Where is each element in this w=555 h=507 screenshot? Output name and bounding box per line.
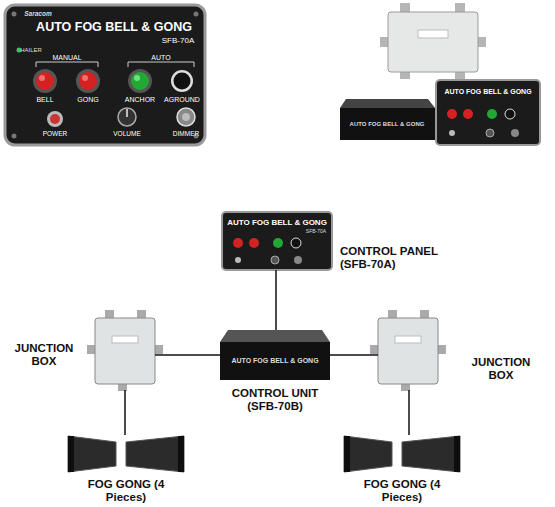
button-label: AGROUND [164, 96, 200, 103]
control-panel-photo [5, 5, 205, 145]
fog-gong-speakers [68, 436, 184, 472]
brand-logo: Saracom [24, 11, 51, 18]
fog-gong-node: FOG GONG (4 Pieces) [343, 435, 461, 473]
control-panel-photo [222, 212, 332, 270]
connector-wire [124, 390, 126, 435]
junction-box-photo [370, 310, 446, 391]
junction-box-node: JUNCTION BOX [378, 310, 440, 390]
connector-wire [408, 390, 410, 435]
control-unit-photo [340, 99, 435, 140]
junction-box-node: JUNCTION BOX [95, 310, 155, 390]
node-caption: JUNCTION BOX [7, 342, 81, 368]
control-label: POWER [43, 131, 68, 138]
group-label: MANUAL [52, 54, 81, 61]
panel-title: AUTO FOG BELL & GONG [444, 88, 531, 95]
node-caption: CONTROL UNIT (SFB-70B) [215, 387, 335, 413]
fog-gong-node: FOG GONG (4 Pieces) [67, 435, 185, 473]
model-number: SFB-70A [162, 37, 194, 45]
control-unit-photo [220, 330, 330, 380]
button-label: ANCHOR [125, 96, 155, 103]
node-caption: JUNCTION BOX [464, 356, 538, 382]
model-number: SFB-70A [306, 229, 326, 234]
junction-box-photo [87, 310, 163, 391]
fog-gong-speakers [344, 436, 460, 472]
control-label: DIMMER [173, 131, 199, 138]
connector-wire [155, 354, 220, 356]
indicator-label: HAILER [20, 47, 42, 53]
node-caption: FOG GONG (4 Pieces) [360, 478, 444, 504]
unit-title: AUTO FOG BELL & GONG [350, 121, 425, 127]
button-label: GONG [77, 96, 98, 103]
connector-wire [330, 354, 378, 356]
panel-title: AUTO FOG BELL & GONG [36, 21, 192, 34]
node-caption: FOG GONG (4 Pieces) [84, 478, 168, 504]
unit-title: AUTO FOG BELL & GONG [231, 357, 318, 364]
connector-wire [275, 270, 277, 330]
group-label: AUTO [151, 54, 170, 61]
control-label: VOLUME [113, 131, 140, 138]
button-label: BELL [36, 96, 53, 103]
junction-box-photo [380, 3, 486, 79]
control-panel-photo [436, 80, 540, 145]
control-unit-node: CONTROL UNIT (SFB-70B) [220, 330, 330, 380]
panel-title: AUTO FOG BELL & GONG [227, 219, 327, 227]
node-caption: CONTROL PANEL (SFB-70A) [340, 245, 452, 271]
